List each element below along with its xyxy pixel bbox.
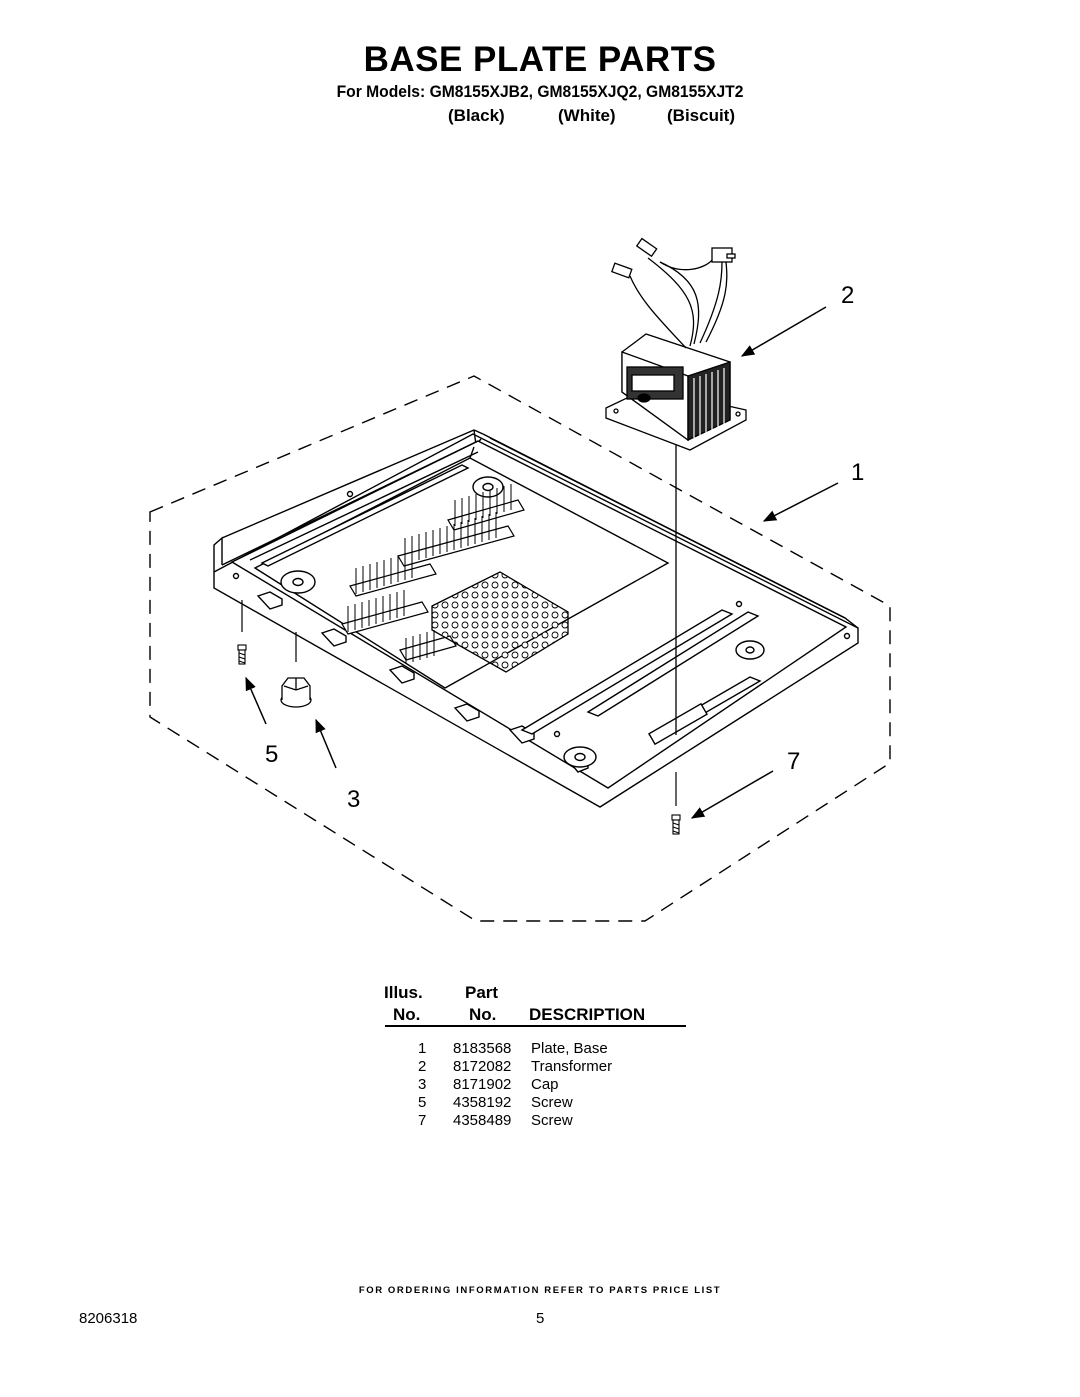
header-part-line2: No. [469, 1005, 497, 1024]
assembly-boundary-outline [149, 375, 891, 922]
row-desc: Screw [531, 1094, 573, 1111]
wire-harness [629, 257, 728, 349]
arrow-5 [245, 676, 267, 725]
document-number: 8206318 [79, 1310, 138, 1327]
header-part-line1: Part [465, 983, 499, 1002]
table-row: 1 8183568 Plate, Base [385, 1040, 685, 1058]
row-desc: Transformer [531, 1058, 613, 1075]
callout-5: 5 [265, 741, 279, 768]
table-row: 2 8172082 Transformer [385, 1058, 685, 1076]
row-desc: Screw [531, 1112, 573, 1129]
row-illus: 5 [418, 1094, 427, 1111]
row-desc: Cap [531, 1076, 559, 1093]
arrow-1 [762, 482, 839, 522]
row-illus: 1 [418, 1040, 427, 1057]
table-row: 7 4358489 Screw [385, 1112, 685, 1130]
table-row: 5 4358192 Screw [385, 1094, 685, 1112]
row-illus: 2 [418, 1058, 427, 1075]
callout-3: 3 [347, 786, 361, 813]
table-row: 3 8171902 Cap [385, 1076, 685, 1094]
ordering-footer: FOR ORDERING INFORMATION REFER TO PARTS … [358, 1285, 722, 1296]
row-illus: 7 [418, 1112, 427, 1129]
row-illus: 3 [418, 1076, 427, 1093]
table-header-rule [385, 1025, 686, 1027]
models-line: For Models: GM8155XJB2, GM8155XJQ2, GM81… [336, 82, 744, 101]
screw-7 [671, 814, 681, 835]
row-part: 8171902 [453, 1076, 512, 1093]
perforated-grille [431, 571, 569, 673]
page-title: BASE PLATE PARTS [363, 40, 717, 79]
vent-louvers [341, 499, 525, 661]
screw-5 [237, 644, 247, 665]
header-illus-line2: No. [393, 1005, 421, 1024]
transformer [605, 333, 747, 451]
cap-3 [280, 677, 312, 708]
row-part: 8183568 [453, 1040, 512, 1057]
callout-7: 7 [787, 748, 801, 775]
arrow-7 [690, 770, 774, 819]
header-illus-line1: Illus. [384, 983, 423, 1002]
row-desc: Plate, Base [531, 1040, 608, 1057]
callout-1: 1 [851, 459, 865, 486]
color-black: (Black) [448, 106, 505, 125]
row-part: 4358489 [453, 1112, 512, 1129]
callout-2: 2 [841, 282, 855, 309]
arrow-2 [740, 306, 827, 357]
color-white: (White) [558, 106, 616, 125]
page-number: 5 [536, 1310, 545, 1327]
header-description: DESCRIPTION [529, 1005, 646, 1024]
row-part: 8172082 [453, 1058, 512, 1075]
arrow-3 [315, 718, 337, 769]
color-biscuit: (Biscuit) [667, 106, 735, 125]
row-part: 4358192 [453, 1094, 512, 1111]
